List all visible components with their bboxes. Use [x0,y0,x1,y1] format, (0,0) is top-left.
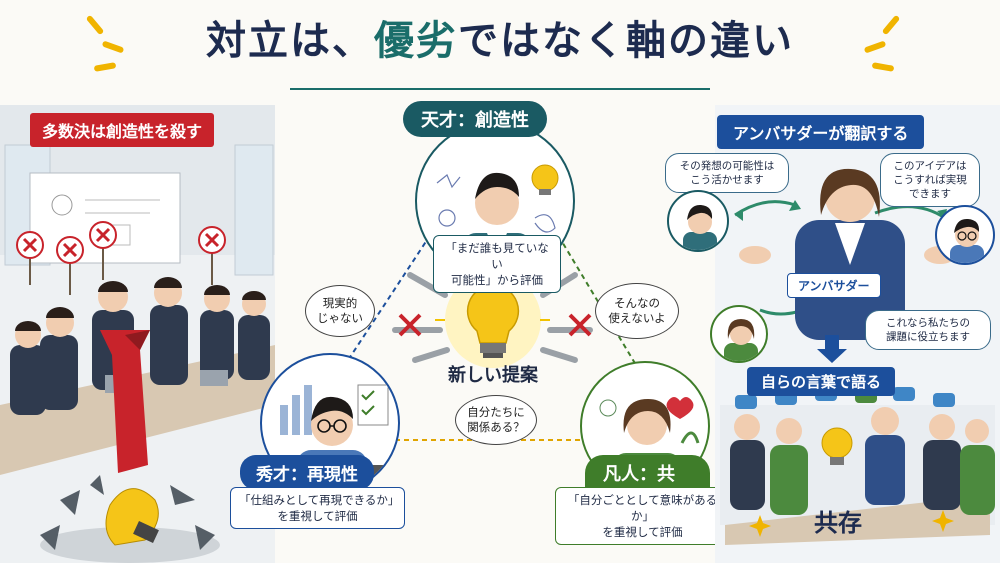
speech-bubble-useful: これなら私たちの 課題に役立ちます [865,310,991,350]
meeting-room-illustration [0,105,275,563]
objection-bubble-realistic: 現実的じゃない [305,285,375,337]
center-connectors [334,204,646,441]
genius-label: 天才：創造性 [403,101,547,137]
majority-vote-label: 多数決は創造性を殺す [30,113,215,147]
right-panel: アンバサダーが翻訳する その発想の可能性は こう活かせます このアイデアは こう… [665,105,1000,563]
talent-caption: 「仕組みとして再現できるか」 を重視して評価 [230,487,405,529]
common-mini-portrait [710,305,768,363]
speech-bubble-realize: このアイデアは こうすれば実現 できます [880,153,980,207]
speech-bubble-potential: その発想の可能性は こう活かせます [665,153,789,193]
objection-bubble-useless: そんなの使えないよ [595,283,679,339]
objection-bubble-relevance: 自分たちに関係ある？ [455,395,537,445]
ambassador-tag: アンバサダー [787,273,881,298]
center-diagram: 天才：創造性 「まだ誰も見ていない 可能性」から評価 新しい提案 現実的じゃない… [230,95,730,563]
ambassador-label: アンバサダーが翻訳する [717,115,925,149]
talent-label: 秀才：再現性 [240,455,374,490]
own-words-label: 自らの言葉で語る [747,367,896,396]
title-part1: 対立は、 [206,18,374,64]
left-panel: 多数決は創造性を殺す [0,105,275,563]
talent-mini-portrait [935,205,995,265]
coexist-label: 共存 [814,509,862,537]
title-emphasis: 優劣 [374,18,458,64]
page-title: 対立は、優劣ではなく軸の違い [0,8,1000,66]
genius-caption: 「まだ誰も見ていない 可能性」から評価 [433,235,561,293]
new-proposal-label: 新しい提案 [448,365,538,386]
title-underline [290,88,710,90]
genius-mini-portrait [667,190,729,252]
title-part3: ではなく軸の違い [458,18,794,64]
common-caption: 「自分ごととして意味があるか」 を重視して評価 [555,487,730,545]
